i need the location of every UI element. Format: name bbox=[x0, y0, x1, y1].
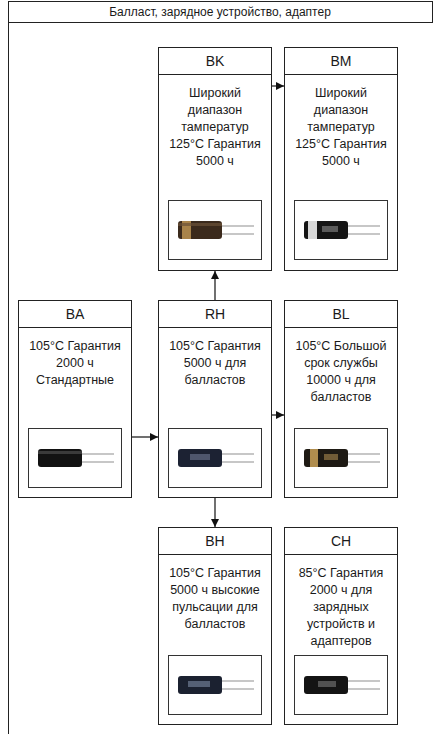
flow-arrow bbox=[272, 414, 284, 415]
series-description: Широкий диапазон тамператур 125°C Гарант… bbox=[159, 75, 271, 170]
flow-arrow bbox=[214, 498, 215, 527]
product-box: BKШирокий диапазон тамператур 125°C Гара… bbox=[158, 47, 272, 271]
series-description: 105°C Гарантия 5000 ч для балластов bbox=[159, 328, 271, 389]
series-code: BH bbox=[159, 528, 271, 555]
capacitor-photo bbox=[169, 429, 262, 488]
series-code: BA bbox=[19, 301, 131, 328]
product-box: BL105°C Большой срок службы 10000 ч для … bbox=[284, 300, 398, 498]
product-box: RH105°C Гарантия 5000 ч для балластов bbox=[158, 300, 272, 498]
series-code: BL bbox=[285, 301, 397, 328]
diagram-title: Балласт, зарядное устройство, адаптер bbox=[8, 2, 432, 22]
series-description: 105°C Гарантия 2000 ч Стандартные bbox=[19, 328, 131, 389]
product-box: BMШирокий диапазон тамператур 125°C Гара… bbox=[284, 47, 398, 271]
series-code: BK bbox=[159, 48, 271, 75]
flow-arrow bbox=[132, 436, 158, 437]
flow-arrow bbox=[214, 271, 215, 300]
series-description: 105°C Большой срок службы 10000 ч для ба… bbox=[285, 328, 397, 406]
series-code: BM bbox=[285, 48, 397, 75]
series-description: 85°C Гарантия 2000 ч для зарядных устрой… bbox=[285, 555, 397, 650]
frame-lines bbox=[8, 1, 433, 734]
capacitor-photo bbox=[295, 201, 388, 260]
capacitor-photo bbox=[169, 201, 262, 260]
capacitor-photo bbox=[295, 656, 388, 715]
product-box: CH85°C Гарантия 2000 ч для зарядных устр… bbox=[284, 527, 398, 725]
flow-arrow bbox=[272, 85, 284, 86]
capacitor-photo bbox=[169, 656, 262, 715]
product-box: BA105°C Гарантия 2000 ч Стандартные bbox=[18, 300, 132, 498]
series-code: RH bbox=[159, 301, 271, 328]
series-code: CH bbox=[285, 528, 397, 555]
product-box: BH105°C Гарантия 5000 ч высокие пульсаци… bbox=[158, 527, 272, 725]
series-description: 105°C Гарантия 5000 ч высокие пульсации … bbox=[159, 555, 271, 633]
capacitor-photo bbox=[295, 429, 388, 488]
series-description: Широкий диапазон тамператур 125°C Гарант… bbox=[285, 75, 397, 170]
capacitor-photo bbox=[29, 429, 122, 488]
